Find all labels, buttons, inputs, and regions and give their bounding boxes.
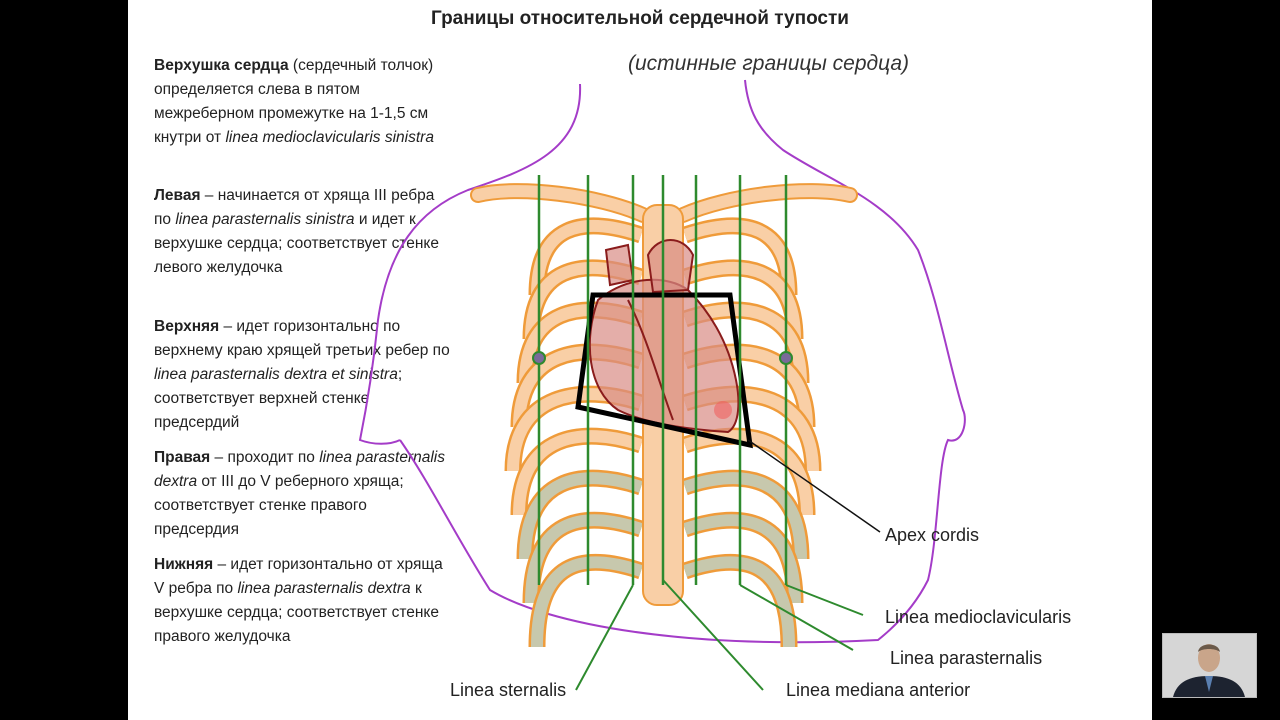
para-text: к верхушке сердца; соответствует стенке … xyxy=(154,580,440,645)
para-text: и идет к верхушке сердца; соответствует … xyxy=(154,211,440,276)
paragraph-left-border: Левая – начинается от хряща III ребра по… xyxy=(154,184,454,280)
parasternal-leader xyxy=(739,584,854,651)
rib-right-fill xyxy=(683,430,813,516)
para-term: Левая xyxy=(154,187,201,204)
para-term: Нижняя xyxy=(154,556,214,573)
para-term: Верхняя xyxy=(154,318,220,335)
reference-lines xyxy=(537,175,788,585)
para-text: – начинается от хряща III ребра по xyxy=(154,187,435,228)
para-latin: linea parasternalis sinistra xyxy=(175,211,355,228)
rib-left-fill xyxy=(513,430,643,516)
chest-diagram xyxy=(358,79,966,691)
mediana-leader xyxy=(662,579,764,691)
paragraph-apex: Верхушка сердца (сердечный толчок) опред… xyxy=(154,54,454,150)
para-text: от III до V реберного хряща; соответству… xyxy=(154,473,404,538)
label-apex-cordis: Apex cordis xyxy=(885,525,980,545)
cardiac-dullness-border xyxy=(575,292,753,449)
slide: Границы относительной сердечной тупости … xyxy=(128,0,1152,720)
marker-left xyxy=(532,351,546,365)
paragraph-lower-border: Нижняя – идет горизонтально от хряща V р… xyxy=(154,553,454,649)
slide-title: Границы относительной сердечной тупости xyxy=(431,8,849,29)
rib-left-fill xyxy=(519,472,643,560)
presenter-video xyxy=(1162,633,1257,698)
medioclavicular-leader xyxy=(785,584,864,616)
para-text: ; соответствует верхней стенке предсерди… xyxy=(154,366,403,431)
paragraph-right-border: Правая – проходит по linea parasternalis… xyxy=(154,446,454,542)
slide-subtitle: (истинные границы сердца) xyxy=(628,52,910,75)
para-text: (сердечный толчок) определяется слева в … xyxy=(154,57,434,146)
para-term: Правая xyxy=(154,449,211,466)
label-linea-parasternalis: Linea parasternalis xyxy=(890,648,1043,668)
para-term: Верхушка сердца xyxy=(154,57,289,74)
para-text: – проходит по xyxy=(210,449,320,466)
rib-left-fill xyxy=(525,514,643,604)
apex-leader xyxy=(747,439,881,533)
para-latin: linea medioclavicularis sinistra xyxy=(225,129,434,146)
label-linea-mediana-anterior: Linea mediana anterior xyxy=(786,680,971,700)
marker-right xyxy=(779,351,793,365)
rib-right-fill xyxy=(683,556,795,648)
rib-right-fill xyxy=(683,261,801,340)
rib-left-fill xyxy=(531,556,643,648)
para-latin: linea parasternalis dextra xyxy=(237,580,411,597)
label-linea-medioclavicularis: Linea medioclavicularis xyxy=(885,607,1072,627)
rib-right-fill xyxy=(683,514,801,604)
paragraph-upper-border: Верхняя – идет горизонтально по верхнему… xyxy=(154,315,454,435)
presenter-icon xyxy=(1163,634,1256,697)
para-latin: linea parasternalis dextra et sinistra xyxy=(154,366,398,383)
sternal-leader xyxy=(575,584,634,691)
label-linea-sternalis: Linea sternalis xyxy=(450,680,567,700)
para-text: – идет горизонтально от хряща V ребра по xyxy=(154,556,443,597)
clavicle-right-fill xyxy=(677,185,856,221)
rib-right-fill xyxy=(683,472,807,560)
clavicle-left-fill xyxy=(472,185,649,221)
